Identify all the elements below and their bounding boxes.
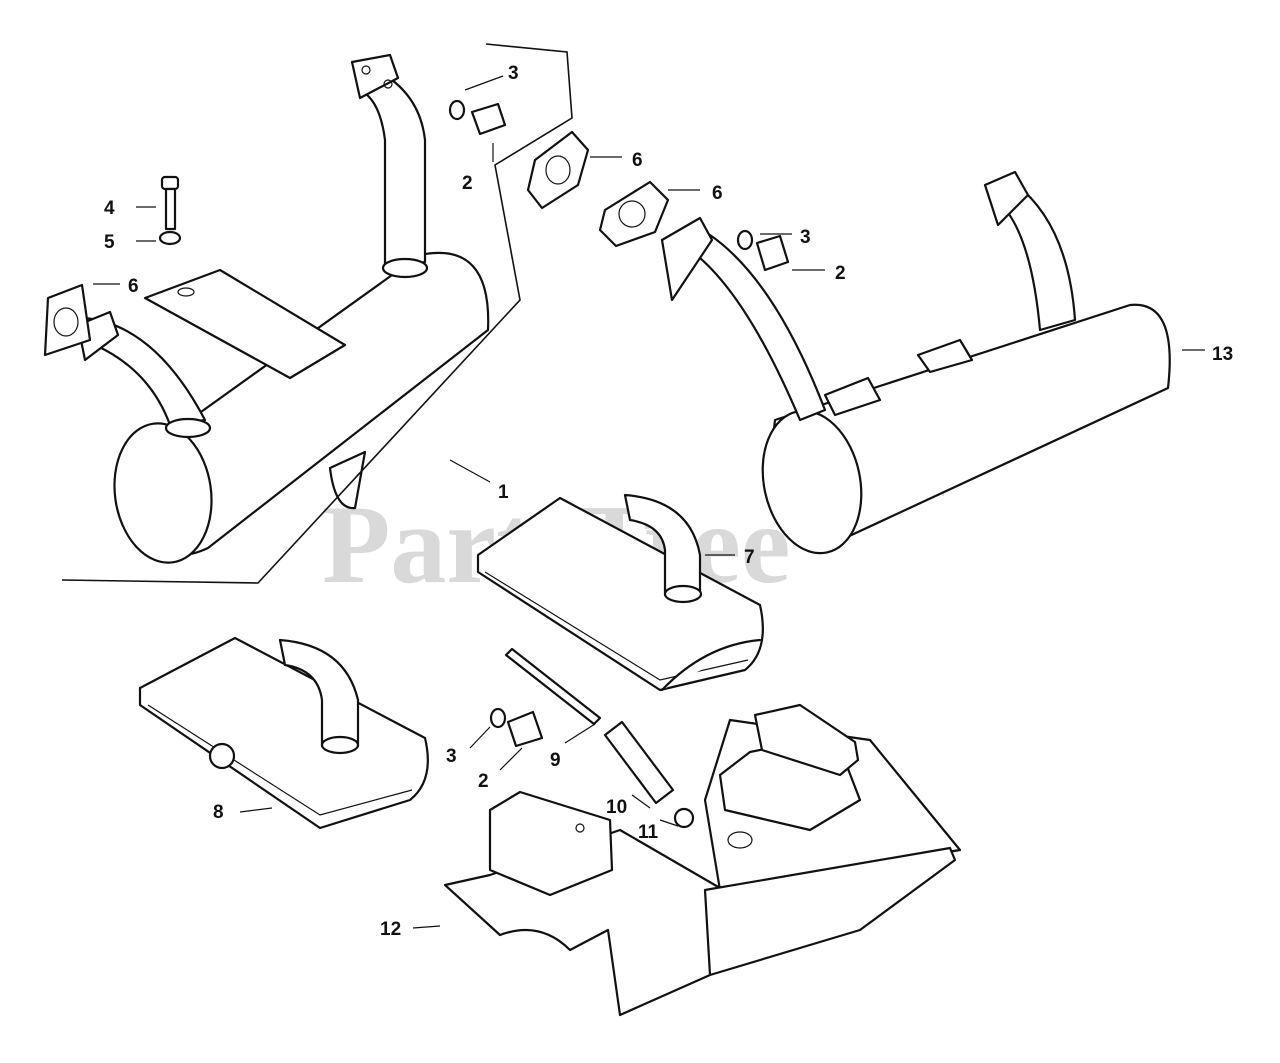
callout-2-lower: 2: [478, 771, 489, 792]
part-2-screw-lower: [506, 710, 544, 748]
part-3-washer-right: [736, 229, 754, 251]
leader-lines: [61, 43, 1205, 929]
callout-11: 11: [638, 822, 659, 843]
callout-3-lower: 3: [446, 746, 457, 767]
part-10-spacer: [603, 720, 675, 805]
part-6-gasket-top: [526, 130, 590, 210]
callout-13: 13: [1212, 344, 1233, 365]
callout-6-mid: 6: [712, 183, 723, 204]
part-7-muffler: [476, 493, 764, 692]
part-2-screw-right: [755, 234, 790, 272]
part-1-muffler: [76, 53, 490, 564]
part-9-stud: [504, 647, 602, 726]
callout-2-right: 2: [835, 263, 846, 284]
callout-1: 1: [498, 482, 509, 503]
part-6-gasket-left: [43, 283, 92, 357]
callout-8: 8: [213, 802, 224, 823]
part-12-heat-shield: [443, 703, 962, 1017]
part-5-washer: [158, 230, 182, 246]
callout-10: 10: [606, 797, 627, 818]
callout-12: 12: [380, 919, 401, 940]
part-11-nut: [673, 807, 695, 829]
callout-3-right: 3: [800, 227, 811, 248]
callout-3-top: 3: [508, 63, 519, 84]
part-3-washer-lower: [489, 707, 507, 729]
callout-2-top: 2: [462, 173, 473, 194]
part-8-muffler: [138, 636, 429, 830]
callout-4: 4: [104, 198, 115, 219]
callout-9: 9: [550, 750, 561, 771]
callout-5: 5: [104, 232, 115, 253]
part-4-bolt: [160, 175, 180, 231]
callout-6-top: 6: [632, 150, 643, 171]
callout-7: 7: [744, 547, 755, 568]
part-13-muffler: [660, 170, 1171, 555]
callouts: 1 2 2 2 3 3 3 4 5 6 6 6 7 8 9 10 11 12 1…: [104, 63, 1233, 940]
part-3-washer-top: [448, 99, 466, 121]
callout-6-left: 6: [128, 276, 139, 297]
part-2-screw-top: [470, 102, 507, 136]
part-6-gasket-mid: [598, 180, 670, 248]
